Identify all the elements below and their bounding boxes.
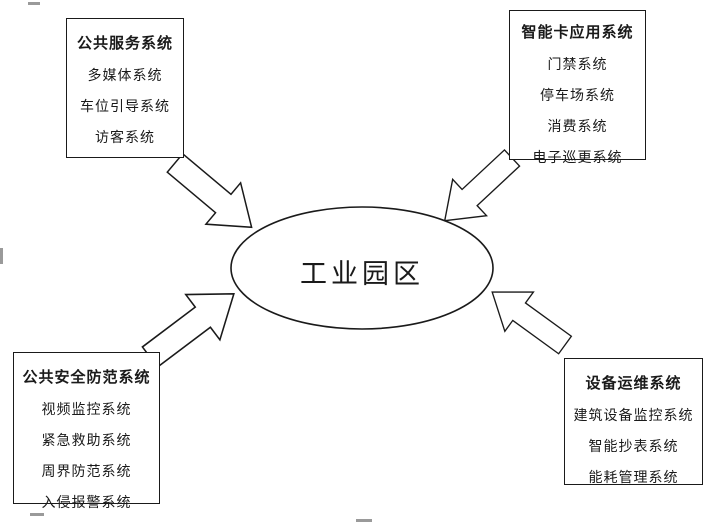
box-public-security: 公共安全防范系统 视频监控系统 紧急救助系统 周界防范系统 入侵报警系统 (13, 352, 160, 510)
box-item: 入侵报警系统 (41, 494, 132, 510)
box-item: 建筑设备监控系统 (573, 407, 694, 423)
box-title: 公共服务系统 (76, 35, 173, 52)
arrow-top-left (156, 141, 270, 249)
box-item: 门禁系统 (547, 56, 608, 72)
box-title: 设备运维系统 (585, 375, 682, 392)
center-label: 工业园区 (300, 259, 424, 289)
box-title: 智能卡应用系统 (521, 24, 634, 41)
box-item: 车位引导系统 (80, 98, 170, 114)
box-item: 消费系统 (547, 118, 608, 134)
box-item: 智能抄表系统 (588, 438, 679, 454)
arrow-bottom-right (477, 271, 580, 366)
box-item: 周界防范系统 (41, 463, 132, 479)
edge-handle-mark (30, 513, 44, 516)
box-item: 多媒体系统 (87, 67, 163, 83)
box-item: 能耗管理系统 (588, 469, 679, 485)
center-ellipse (230, 206, 494, 330)
box-item: 访客系统 (95, 129, 155, 145)
box-item: 电子巡更系统 (532, 149, 623, 165)
box-public-service: 公共服务系统 多媒体系统 车位引导系统 访客系统 (66, 18, 184, 158)
box-item: 紧急救助系统 (41, 432, 132, 448)
box-smart-card: 智能卡应用系统 门禁系统 停车场系统 消费系统 电子巡更系统 (509, 10, 646, 165)
box-equipment-ops: 设备运维系统 建筑设备监控系统 智能抄表系统 能耗管理系统 (564, 358, 703, 485)
box-item: 视频监控系统 (41, 401, 132, 417)
box-item: 停车场系统 (540, 87, 615, 103)
box-title: 公共安全防范系统 (22, 369, 151, 386)
edge-handle-mark (356, 519, 372, 522)
edge-handle-mark (0, 248, 3, 264)
edge-handle-mark (28, 2, 40, 5)
